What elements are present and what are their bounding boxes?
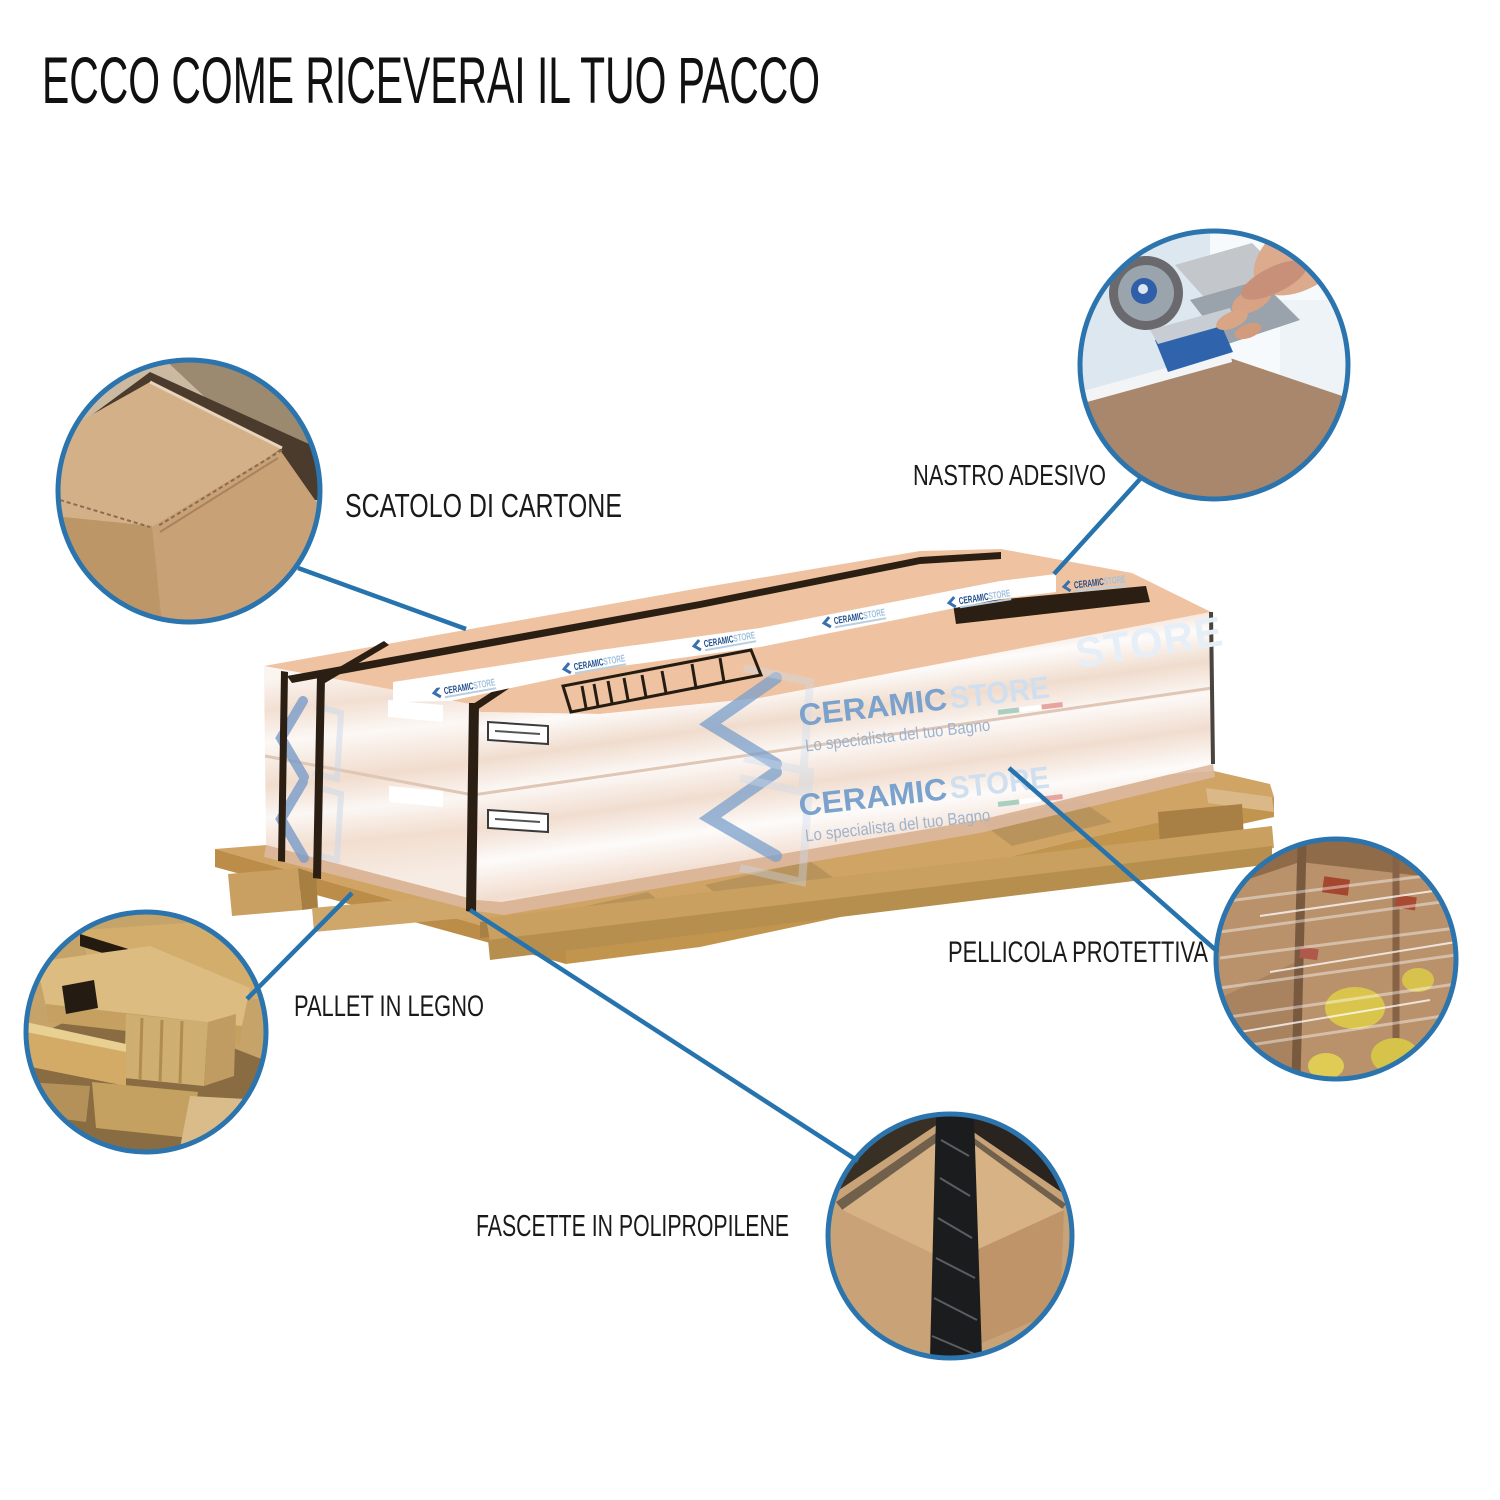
svg-text:FASCETTE IN POLIPROPILENE: FASCETTE IN POLIPROPILENE	[476, 1208, 789, 1243]
svg-text:SCATOLO DI CARTONE: SCATOLO DI CARTONE	[345, 487, 622, 524]
svg-text:ECCO COME RICEVERAI IL TUO PAC: ECCO COME RICEVERAI IL TUO PACCO	[42, 43, 820, 117]
svg-text:PELLICOLA PROTETTIVA: PELLICOLA PROTETTIVA	[948, 936, 1208, 969]
svg-text:NASTRO ADESIVO: NASTRO ADESIVO	[913, 460, 1106, 492]
svg-text:PALLET IN LEGNO: PALLET IN LEGNO	[294, 990, 484, 1023]
